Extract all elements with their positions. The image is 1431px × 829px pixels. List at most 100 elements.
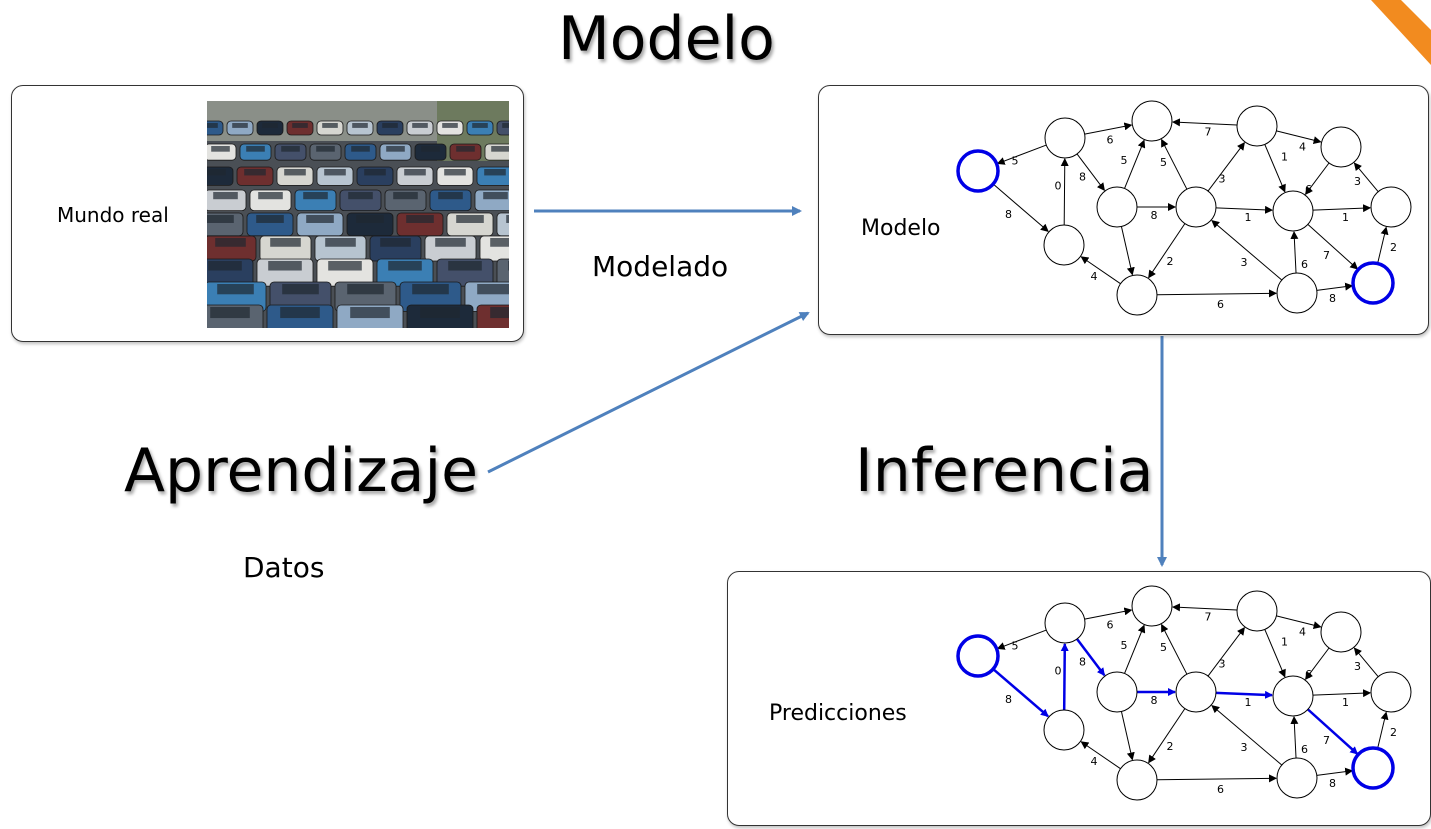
graph-node <box>1175 186 1217 228</box>
edge-weight-label: 6 <box>1217 783 1224 796</box>
real-world-label: Mundo real <box>57 203 169 227</box>
edge-weight-label: 1 <box>1342 211 1349 224</box>
edge-weight-label: 4 <box>1299 626 1306 639</box>
graph-node <box>1044 117 1086 159</box>
title-inferencia: Inferencia <box>855 436 1154 506</box>
graph-edge <box>996 629 1047 650</box>
graph-edge <box>1171 603 1238 612</box>
label-datos: Datos <box>243 551 325 584</box>
edge-weight-label: 1 <box>1245 211 1252 224</box>
edge-weight-label: 5 <box>1160 156 1167 169</box>
graph-node-endpoint <box>956 149 1000 193</box>
graph-node <box>1370 671 1412 713</box>
edge-weight-label: 3 <box>1354 175 1361 188</box>
label-modelado: Modelado <box>592 250 729 283</box>
edge-weight-label: 1 <box>1342 696 1349 709</box>
edge-weight-label: 7 <box>1205 126 1212 139</box>
predictions-label: Predicciones <box>769 701 907 726</box>
graph-edge <box>1316 282 1354 291</box>
edge-weight-label: 0 <box>1055 665 1062 678</box>
graph-edge <box>1080 256 1121 285</box>
graph-edge <box>1316 767 1354 776</box>
edge-weight-label: 8 <box>1005 208 1012 221</box>
edge-weight-label: 2 <box>1167 255 1174 268</box>
graph-node <box>1044 602 1086 644</box>
edge-weight-label: 1 <box>1245 696 1252 709</box>
edge-weight-label: 2 <box>1390 726 1397 739</box>
graph-node <box>1272 675 1314 717</box>
graph-edge <box>1207 141 1245 192</box>
edge-weight-label: 7 <box>1323 249 1330 262</box>
graph-node <box>1096 671 1138 713</box>
edge-weight-label: 8 <box>1079 171 1086 184</box>
edge-weight-label: 6 <box>1301 743 1308 756</box>
graph-edge <box>1076 638 1106 677</box>
graph-edge <box>1156 289 1278 298</box>
edge-weight-label: 6 <box>1305 668 1312 681</box>
graph-edge <box>1276 615 1322 630</box>
edge-weight-label: 0 <box>1055 180 1062 193</box>
edge-weight-label: 2 <box>1167 740 1174 753</box>
model-label: Modelo <box>861 216 941 241</box>
arrow-aprendizaje <box>487 311 810 474</box>
traffic-jam-photo <box>207 101 509 328</box>
graph-node <box>1320 126 1362 168</box>
edge-weight-label: 8 <box>1329 777 1336 790</box>
graph-edge <box>1120 711 1135 761</box>
edge-weight-label: 3 <box>1241 256 1248 269</box>
edge-weight-label: 2 <box>1390 241 1397 254</box>
graph-edge <box>1207 626 1245 677</box>
edge-weight-label: 7 <box>1205 611 1212 624</box>
graph-node <box>1096 186 1138 228</box>
edge-weight-label: 6 <box>1301 258 1308 271</box>
graph-node <box>1272 190 1314 232</box>
graph-node <box>1131 585 1173 627</box>
graph-node <box>1131 100 1173 142</box>
graph-edge <box>1124 139 1146 189</box>
graph-edge <box>1084 607 1133 620</box>
graph-edge <box>1171 118 1238 127</box>
graph-edge <box>1312 689 1372 698</box>
graph-edge <box>1307 708 1359 755</box>
graph-edge <box>1060 157 1069 226</box>
graph-node-endpoint <box>1351 261 1395 305</box>
title-modelo: Modelo <box>558 4 775 74</box>
graph-edge <box>996 144 1047 165</box>
graph-node <box>1276 272 1318 314</box>
graph-edge <box>1264 629 1286 678</box>
edge-weight-label: 8 <box>1079 656 1086 669</box>
graph-node <box>1236 590 1278 632</box>
edge-weight-label: 3 <box>1219 173 1226 186</box>
graph-edge <box>1290 230 1299 274</box>
graph-node-endpoint <box>1351 746 1395 790</box>
edge-weight-label: 3 <box>1219 658 1226 671</box>
edge-weight-label: 6 <box>1107 134 1114 147</box>
edge-weight-label: 4 <box>1091 755 1098 768</box>
graph-edge <box>1377 226 1389 264</box>
edge-weight-label: 6 <box>1217 298 1224 311</box>
graph-edge <box>1215 690 1274 699</box>
graph-edge <box>1264 144 1286 193</box>
graph-edge <box>1161 138 1188 190</box>
edge-weight-label: 8 <box>1151 694 1158 707</box>
graph-edge <box>1305 162 1330 195</box>
graph-edge <box>1215 205 1274 214</box>
edge-weight-label: 3 <box>1354 660 1361 673</box>
graph-edge <box>1353 162 1379 192</box>
edge-weight-label: 6 <box>1305 183 1312 196</box>
graph-edge <box>1076 153 1105 192</box>
graph-edge <box>1120 226 1135 276</box>
graph-edge <box>1211 704 1283 766</box>
graph-node <box>1320 611 1362 653</box>
graph-edge <box>1060 642 1069 711</box>
edge-weight-label: 5 <box>1012 640 1019 653</box>
graph-node <box>1116 274 1158 316</box>
graph-edge <box>992 183 1049 232</box>
corner-accent-shape <box>1371 0 1431 65</box>
graph-edge <box>1080 741 1121 770</box>
graph-node <box>1370 186 1412 228</box>
graph-edge <box>1156 774 1278 783</box>
